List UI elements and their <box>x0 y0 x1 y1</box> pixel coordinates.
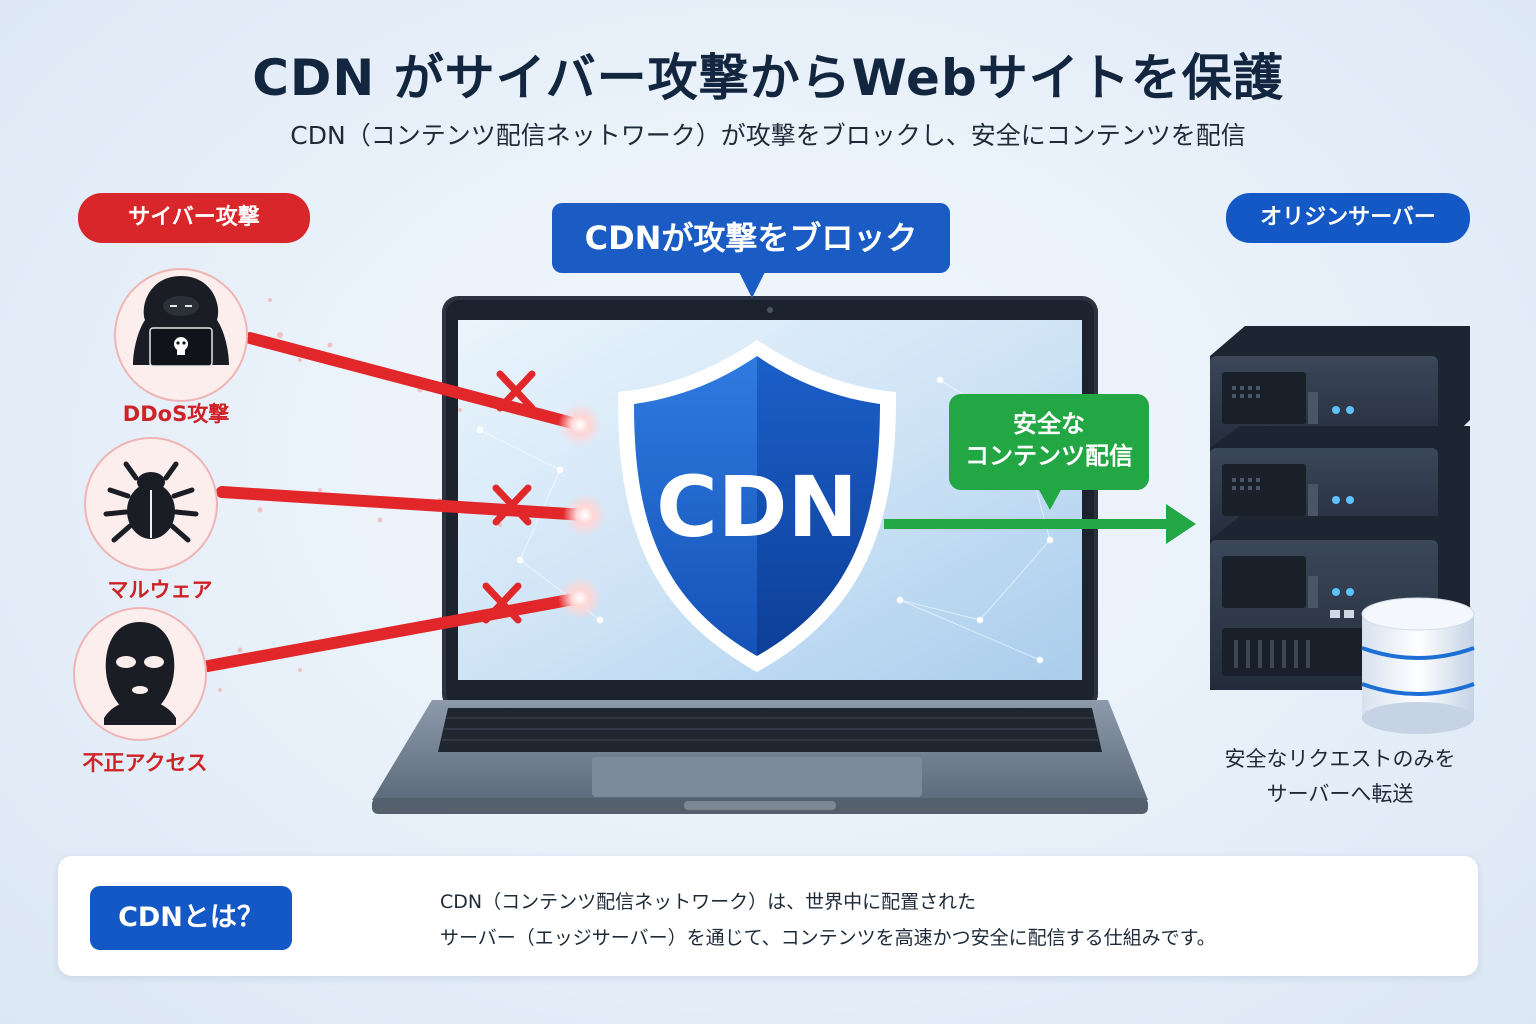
blocked-x-icon <box>482 370 536 624</box>
info-panel <box>58 856 1478 976</box>
unauthorized-access-label: 不正アクセス <box>82 751 208 775</box>
info-text-line2: サーバー（エッジサーバー）を通じて、コンテンツを高速かつ安全に配信する仕組みです… <box>440 927 1216 949</box>
attack-unauthorized <box>73 607 207 741</box>
callout-tail <box>738 270 766 298</box>
page-title: CDN がサイバー攻撃からWebサイトを保護 <box>252 49 1284 107</box>
attack-malware <box>84 437 218 571</box>
safe-delivery-bubble: 安全な コンテンツ配信 <box>949 394 1149 490</box>
database-icon <box>1361 597 1475 734</box>
attack-ddos <box>114 268 248 402</box>
cdn-block-callout: CDNが攻撃をブロック <box>552 203 950 273</box>
trackpad <box>592 757 922 797</box>
server-caption-line1: 安全なリクエストのみを <box>1224 747 1456 771</box>
hacker-icon <box>133 276 229 367</box>
origin-server-label: オリジンサーバー <box>1226 193 1470 243</box>
ddos-label: DDoS攻撃 <box>122 402 230 426</box>
origin-server-icon <box>1210 326 1470 690</box>
attack-beams <box>202 298 607 692</box>
bug-icon <box>103 461 199 543</box>
attack-section-label: サイバー攻撃 <box>78 193 310 243</box>
safe-delivery-line2: コンテンツ配信 <box>965 442 1133 470</box>
server-caption: 安全なリクエストのみを サーバーへ転送 <box>1190 742 1490 812</box>
safe-delivery-line1: 安全な <box>1013 410 1085 438</box>
cdn-shield-icon: CDN <box>617 340 897 672</box>
malware-label: マルウェア <box>107 578 213 602</box>
info-tag: CDNとは？ <box>90 886 292 950</box>
server-caption-line2: サーバーへ転送 <box>1266 782 1414 806</box>
keyboard <box>442 717 1098 741</box>
safe-delivery-arrow <box>884 488 1196 544</box>
masked-intruder-icon <box>104 622 176 725</box>
page-subtitle: CDN（コンテンツ配信ネットワーク）が攻撃をブロックし、安全にコンテンツを配信 <box>290 121 1246 150</box>
shield-label: CDN <box>656 458 858 556</box>
info-text-line1: CDN（コンテンツ配信ネットワーク）は、世界中に配置された <box>440 891 977 913</box>
